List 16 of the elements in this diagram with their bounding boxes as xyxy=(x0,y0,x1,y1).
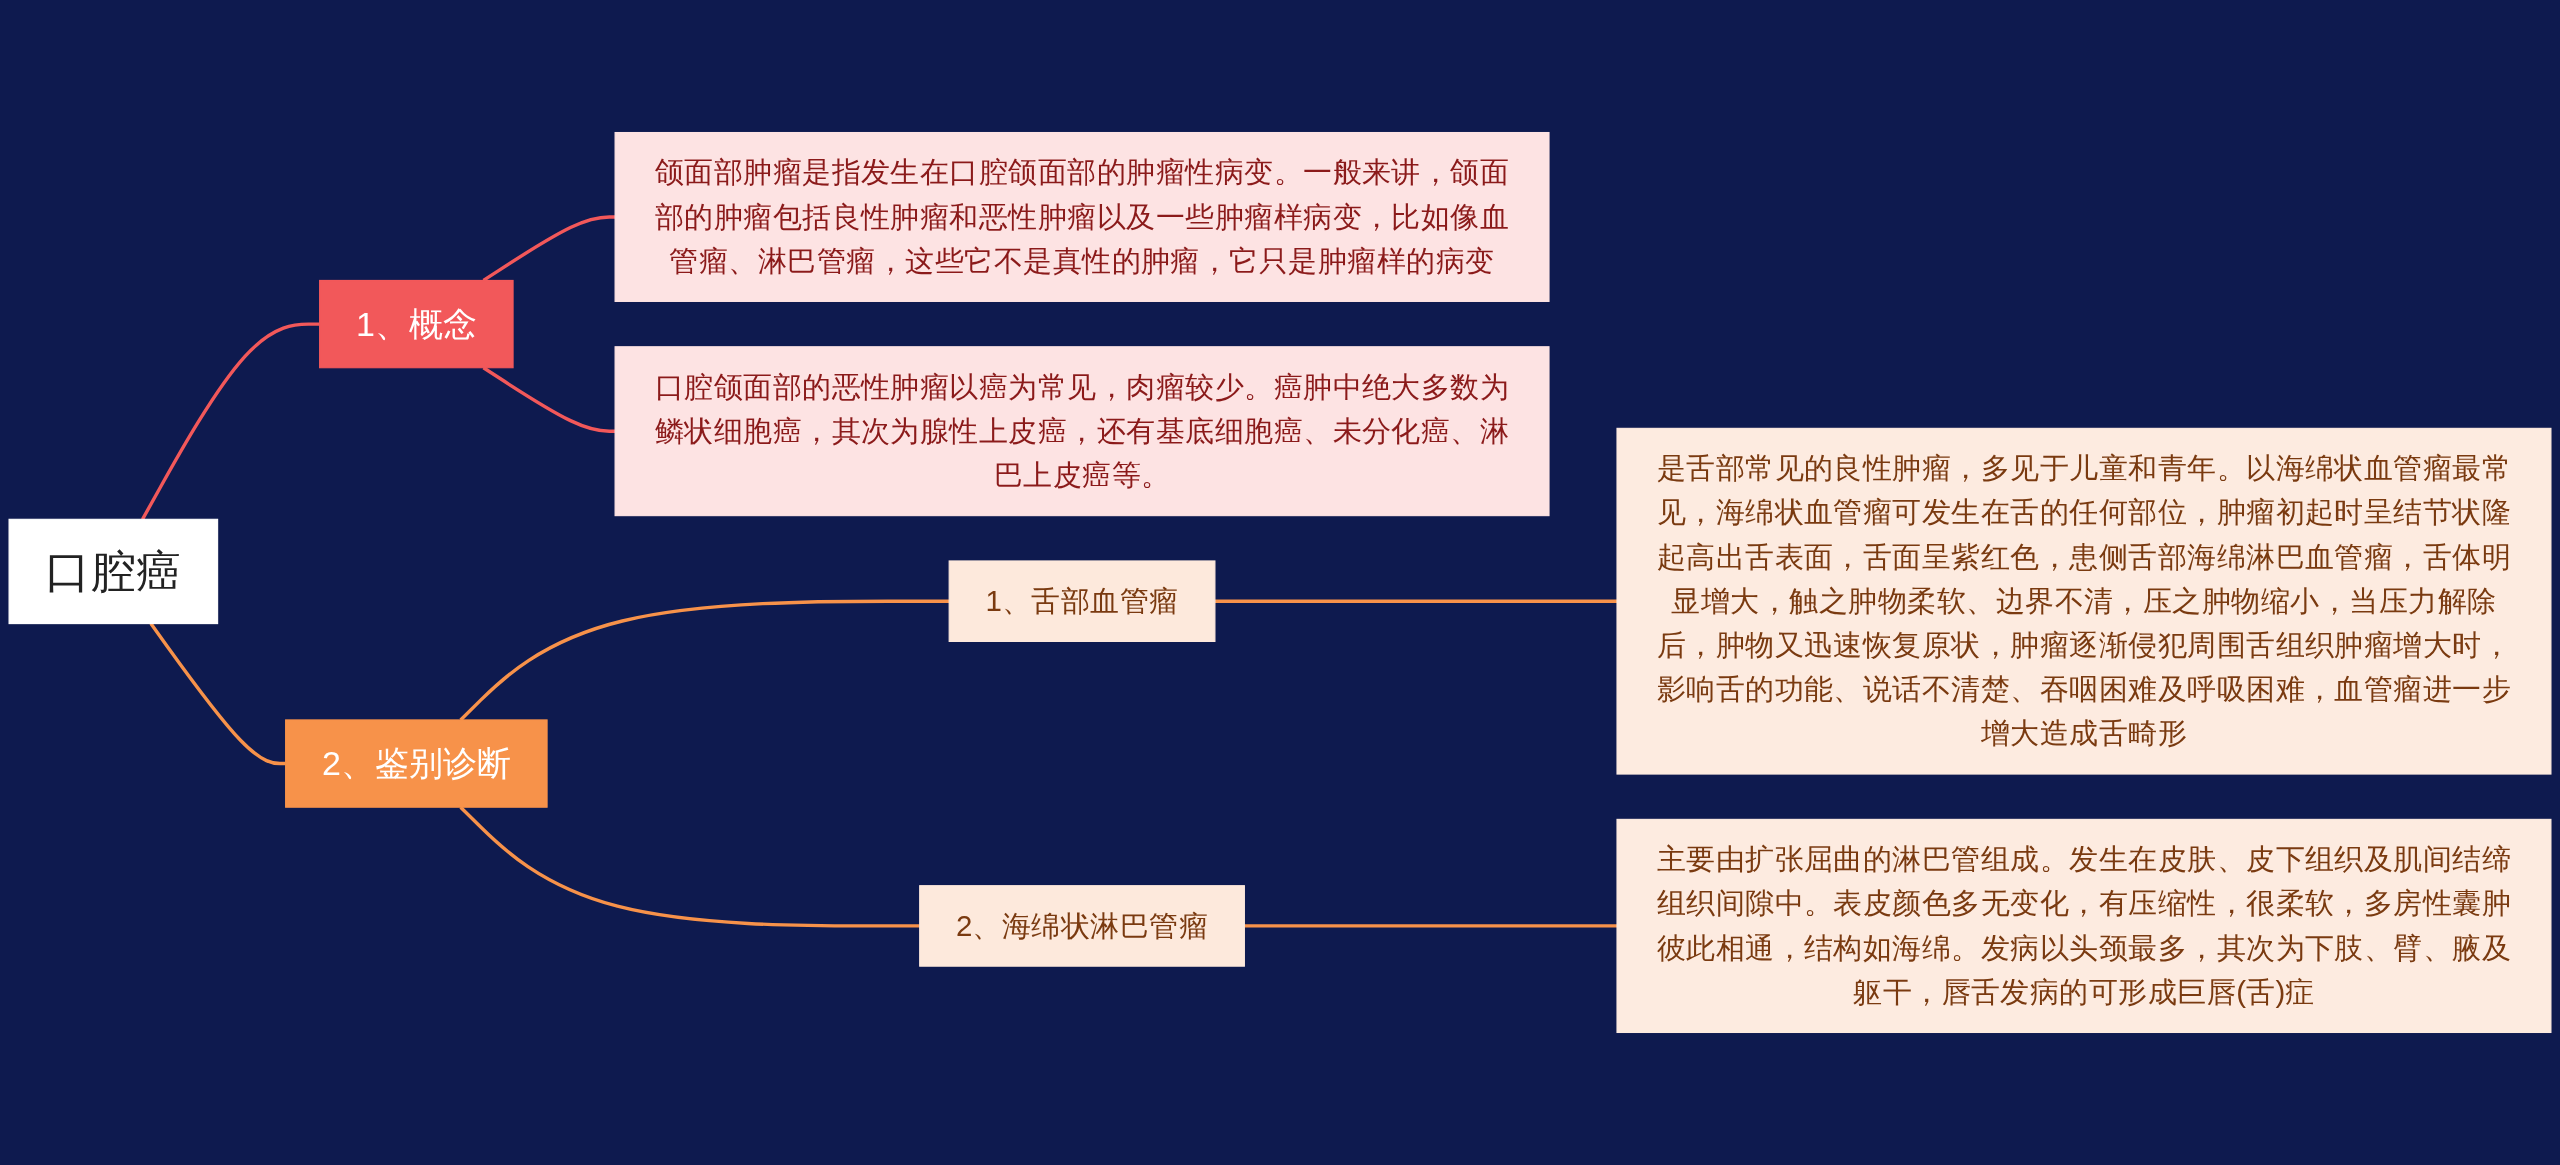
node-box: 是舌部常见的良性肿瘤，多见于儿童和青年。以海绵状血管瘤最常见，海绵状血管瘤可发生在舌的任何部位，肿瘤初起时呈结节状隆起高出舌表面，舌面呈紫红色，患侧舌部海绵淋巴血管瘤，舌体明显增大，触之肿物柔软、边界不清，压之肿物缩小，当压力解除后，肿物又迅速恢复原状，肿瘤逐渐侵犯周围舌组织肿瘤增大时，影响舌的功能、说话不清楚、吞咽困难及呼吸困难，血管瘤进一步增大造成舌畸形 xyxy=(1616,427,2552,775)
node-box: 2、海绵状淋巴管瘤 xyxy=(919,885,1245,967)
connector xyxy=(149,622,286,766)
connector xyxy=(1244,924,1617,928)
node-box: 颌面部肿瘤是指发生在口腔颌面部的肿瘤性病变。一般来讲，颌面部的肿瘤包括良性肿瘤和恶性肿瘤以及一些肿瘤样病变，比如像血管瘤、淋巴管瘤，这些它不是真性的肿瘤，它只是肿瘤样的病变 xyxy=(614,131,1550,302)
node-box: 口腔癌 xyxy=(8,518,219,625)
node-box: 2、鉴别诊断 xyxy=(285,719,548,808)
node-box: 1、概念 xyxy=(319,279,514,369)
node-box: 口腔颌面部的恶性肿瘤以癌为常见，肉瘤较少。癌肿中绝大多数为鳞状细胞癌，其次为腺性上皮癌，还有基底细胞癌、未分化癌、淋巴上皮癌等。 xyxy=(614,346,1550,517)
connector xyxy=(1214,599,1617,603)
node-box: 1、舌部血管瘤 xyxy=(948,560,1216,642)
connector xyxy=(482,215,616,282)
connector xyxy=(141,322,320,521)
node-box: 主要由扩张屈曲的淋巴管组成。发生在皮肤、皮下组织及肌间结缔组织间隙中。表皮颜色多无变化，有压缩性，很柔软，多房性囊肿彼此相通，结构如海绵。发病以头颈最多，其次为下肢、臂、腋及躯干，唇舌发病的可形成巨唇(舌)症 xyxy=(1616,818,2552,1034)
connector xyxy=(482,366,616,433)
connector xyxy=(459,806,920,928)
